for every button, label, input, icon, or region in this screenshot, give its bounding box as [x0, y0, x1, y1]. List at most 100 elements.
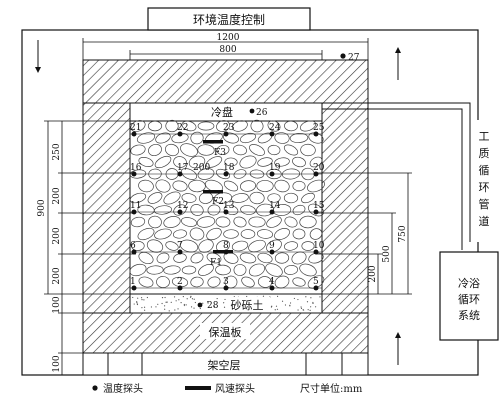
dim-900: 900	[37, 199, 47, 216]
wind-probe-f2	[203, 190, 223, 194]
probe-label-3: 3	[223, 277, 229, 287]
dim-100a: 100	[52, 296, 62, 313]
legend-wind-marker	[185, 386, 211, 390]
probe-label-8: 8	[223, 241, 229, 251]
probe-label-6: 6	[130, 241, 136, 251]
bath-line-1: 冷浴	[458, 277, 480, 290]
probe-label-16: 16	[130, 163, 142, 173]
pipe-label-char: 质	[479, 147, 490, 160]
pipe-label-char: 管	[479, 197, 490, 211]
probe-label-27: 27	[348, 53, 360, 63]
probe-22	[177, 131, 183, 137]
probe-label-21: 21	[130, 123, 141, 133]
probe-17	[177, 171, 183, 177]
overhead-layer	[82, 352, 369, 376]
dim-200r: 200	[368, 265, 378, 282]
circulation-pipes	[322, 102, 471, 250]
probe-14	[269, 209, 275, 215]
probe-label-19: 19	[269, 163, 281, 173]
sand-label: 砂砾土	[231, 299, 264, 312]
probe-24	[269, 131, 275, 137]
left-insulation	[82, 102, 131, 314]
probe-label-11: 11	[130, 201, 141, 211]
probe-label-18: 18	[223, 163, 235, 173]
probe-15	[313, 209, 319, 215]
probe-11	[131, 209, 137, 215]
legend-temp: 温度探头	[103, 382, 143, 395]
probe-16	[131, 171, 137, 177]
probe-label-12: 12	[177, 201, 188, 211]
probe-19	[269, 171, 275, 177]
probe-1	[131, 285, 137, 291]
probe-label-20: 20	[313, 163, 325, 173]
probe-9	[269, 249, 275, 255]
right-insulation	[321, 102, 369, 314]
dim-250: 250	[52, 143, 62, 160]
legend-wind: 风速探头	[215, 382, 255, 395]
probe-26	[249, 108, 255, 114]
insulation-label: 保温板	[209, 325, 242, 339]
legend-temp-marker	[92, 385, 98, 391]
probe-28	[197, 302, 203, 308]
pipe-label-char: 环	[479, 181, 490, 194]
probe-label-23: 23	[223, 123, 235, 133]
title-text: 环境温度控制	[193, 12, 265, 27]
dim-1200: 1200	[217, 33, 240, 43]
probe-18	[223, 171, 229, 177]
pipe-label-char: 工	[479, 130, 490, 143]
dim-200a: 200	[52, 187, 62, 204]
probe-label-9: 9	[269, 241, 275, 251]
legend-unit: 尺寸单位:mm	[300, 382, 363, 395]
probe-label-10: 10	[313, 241, 325, 251]
title-box	[147, 7, 311, 31]
dim-200b: 200	[52, 227, 62, 244]
probe-label-14: 14	[269, 201, 281, 211]
probe-10	[313, 249, 319, 255]
probe-7	[177, 249, 183, 255]
probe-label-25: 25	[313, 123, 325, 133]
wind-probe-f1	[213, 250, 233, 254]
probe-2	[177, 285, 183, 291]
wind-probe-label-f3: F3	[214, 148, 226, 158]
probe-25	[313, 131, 319, 137]
probe-label-7: 7	[177, 241, 183, 251]
probe-label-28: 28	[207, 301, 219, 311]
probe-label-5: 5	[313, 277, 319, 287]
probe-label-26: 26	[256, 108, 268, 118]
probe-13	[223, 209, 229, 215]
probe-label-17: 17	[177, 163, 189, 173]
probe-21	[131, 131, 137, 137]
cold-plate-label: 冷盘	[211, 105, 233, 119]
probe-23	[223, 131, 229, 137]
probe-label-4: 4	[269, 277, 275, 287]
probe-27	[340, 53, 346, 59]
wind-probe-label-f1: F1	[210, 258, 222, 268]
wind-probe-label-f2: F2	[212, 197, 224, 207]
probe-6	[131, 249, 137, 255]
probe-label-15: 15	[313, 201, 325, 211]
probe-label-24: 24	[269, 123, 281, 133]
probe-20	[313, 171, 319, 177]
bath-line-2: 循环	[458, 293, 480, 306]
dim-500: 500	[382, 245, 392, 262]
probe-label-22: 22	[177, 123, 188, 133]
cold-bath-box	[439, 251, 499, 341]
probe-3	[223, 285, 229, 291]
probe-12	[177, 209, 183, 215]
probe-4	[269, 285, 275, 291]
probe-label-13: 13	[223, 201, 235, 211]
pipe-label-char: 循	[479, 164, 490, 177]
dim-100b: 100	[52, 355, 62, 372]
bath-line-3: 系统	[458, 309, 480, 322]
pipe-label-char: 道	[479, 214, 490, 228]
wind-probe-f3	[203, 140, 223, 144]
top-insulation	[82, 59, 369, 104]
dim-200-inner: 200	[193, 163, 210, 173]
dim-750: 750	[398, 225, 408, 242]
dim-200c: 200	[52, 267, 62, 284]
probe-label-1: 1	[130, 277, 136, 287]
overhead-label: 架空层	[208, 358, 241, 372]
probe-label-2: 2	[177, 277, 183, 287]
